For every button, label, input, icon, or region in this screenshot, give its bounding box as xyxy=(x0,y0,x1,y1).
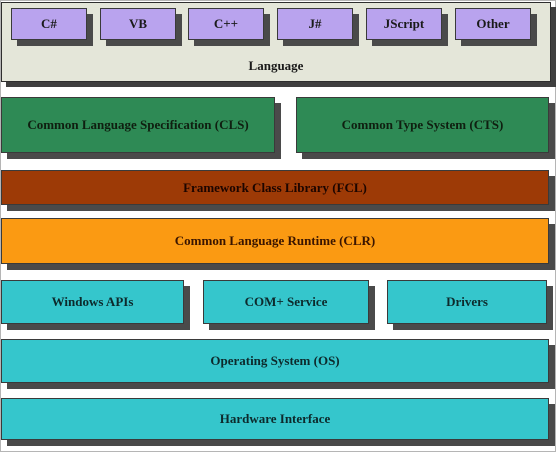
language-vb: VB xyxy=(100,8,176,40)
os-box: Operating System (OS) xyxy=(1,339,549,383)
language-jsharp: J# xyxy=(277,8,353,40)
language-other: Other xyxy=(455,8,531,40)
language-cpp: C++ xyxy=(188,8,264,40)
drivers-box: Drivers xyxy=(387,280,547,324)
os-label: Operating System (OS) xyxy=(210,353,340,368)
language-csharp-label: C# xyxy=(41,16,57,31)
hardware-label: Hardware Interface xyxy=(219,411,331,426)
cts-box: Common Type System (CTS) xyxy=(296,97,549,153)
windows-apis-box: Windows APIs xyxy=(1,280,184,324)
com-service-box: COM+ Service xyxy=(203,280,369,324)
fcl-box: Framework Class Library (FCL) xyxy=(1,170,549,205)
language-jscript-label: JScript xyxy=(383,16,425,31)
hardware-box: Hardware Interface xyxy=(1,398,549,440)
language-vb-label: VB xyxy=(128,16,148,31)
clr-label: Common Language Runtime (CLR) xyxy=(174,233,376,248)
cls-label: Common Language Specification (CLS) xyxy=(27,117,249,132)
com-service-label: COM+ Service xyxy=(244,294,328,309)
cts-label: Common Type System (CTS) xyxy=(341,117,504,132)
fcl-label: Framework Class Library (FCL) xyxy=(183,179,367,195)
language-jscript: JScript xyxy=(366,8,442,40)
windows-apis-label: Windows APIs xyxy=(51,294,134,309)
clr-box: Common Language Runtime (CLR) xyxy=(1,218,549,264)
drivers-label: Drivers xyxy=(446,294,488,309)
language-jsharp-label: J# xyxy=(308,16,322,31)
language-cpp-label: C++ xyxy=(213,16,239,31)
language-csharp: C# xyxy=(11,8,87,40)
language-layer-label: Language xyxy=(248,58,304,73)
language-other-label: Other xyxy=(476,16,510,31)
cls-box: Common Language Specification (CLS) xyxy=(1,97,275,153)
